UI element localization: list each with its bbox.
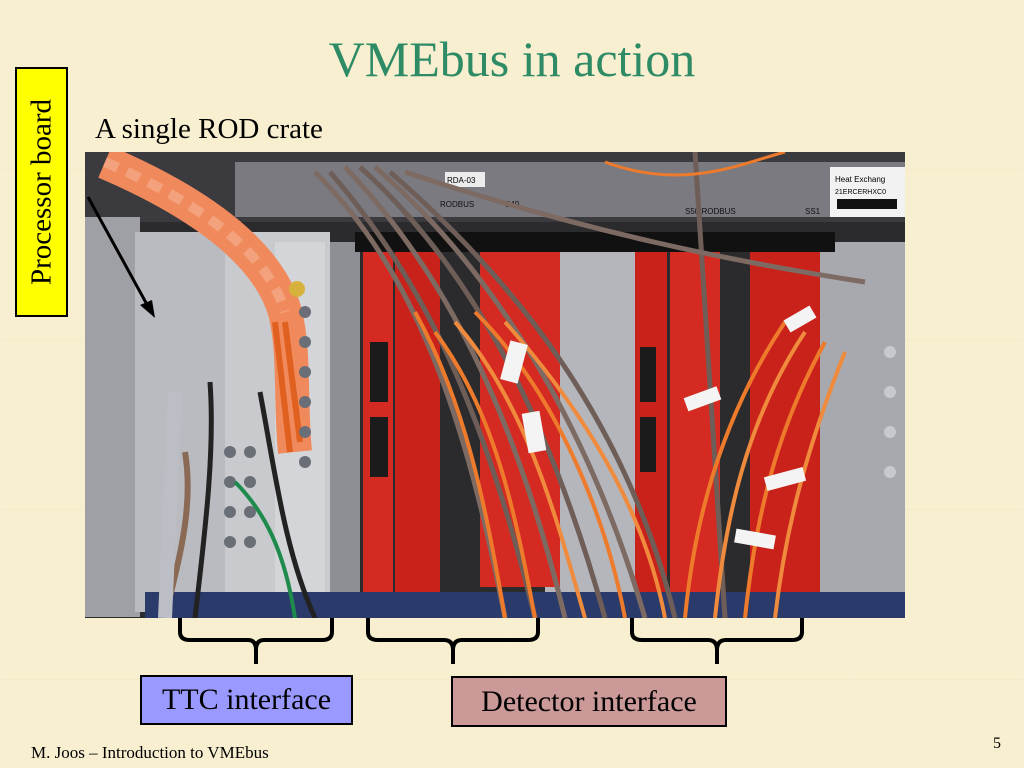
detector-bracket-right bbox=[630, 618, 804, 664]
detector-bracket-left bbox=[366, 618, 540, 664]
slide-subtitle: A single ROD crate bbox=[95, 113, 323, 145]
heat-exchanger-sticker: Heat Exchang bbox=[835, 175, 885, 184]
rod-crate-illustration: Heat Exchang 21ERCERHXC0 RODBUS S49 S50 … bbox=[85, 152, 905, 618]
ttc-interface-box: TTC interface bbox=[140, 675, 353, 725]
footer-text: M. Joos – Introduction to VMEbus bbox=[31, 743, 269, 762]
processor-board-label: Processor board bbox=[15, 67, 68, 317]
slot-right-label: SS1 bbox=[805, 207, 821, 216]
detector-interface-box: Detector interface bbox=[451, 676, 727, 727]
slide-title: VMEbus in action bbox=[328, 31, 696, 87]
processor-board-label-text: Processor board bbox=[25, 98, 57, 286]
ttc-bracket bbox=[178, 618, 334, 664]
rodbus-left-label: RODBUS bbox=[440, 200, 474, 209]
page-number: 5 bbox=[993, 735, 1001, 752]
rodbus-right-label: S50 RODBUS bbox=[685, 207, 736, 216]
heat-exchanger-code: 21ERCERHXC0 bbox=[835, 189, 886, 196]
rod-crate-photo: Heat Exchang 21ERCERHXC0 RODBUS S49 S50 … bbox=[85, 152, 905, 618]
rda-tag-label: RDA-03 bbox=[447, 176, 476, 185]
